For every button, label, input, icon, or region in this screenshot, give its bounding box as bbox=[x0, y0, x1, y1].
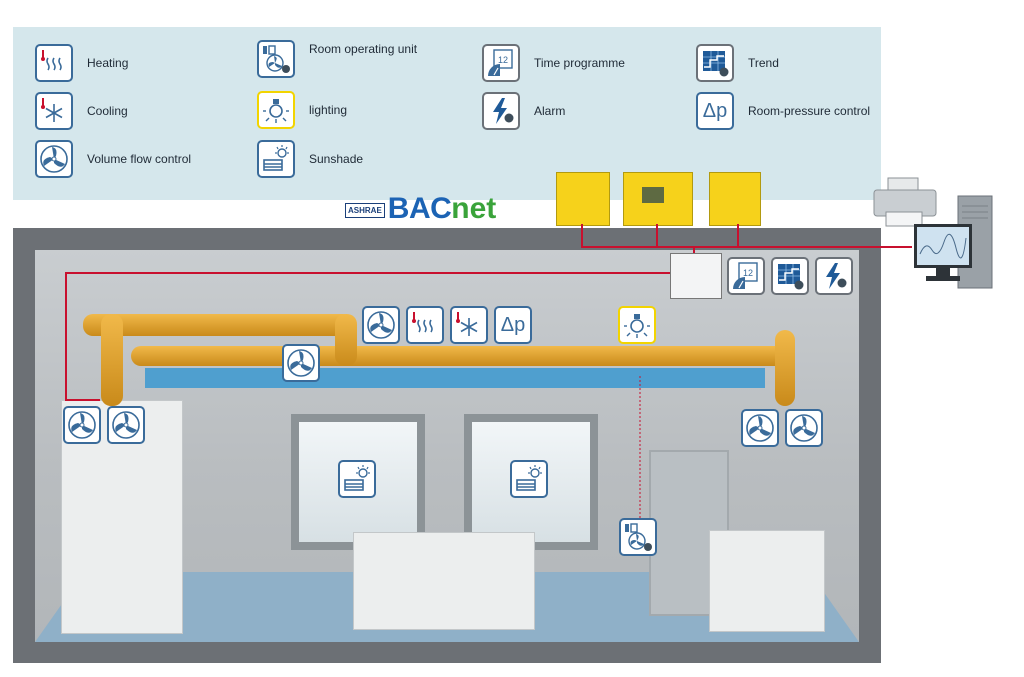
legend-time-programme: Time programme bbox=[482, 44, 625, 82]
legend-label-time-programme: Time programme bbox=[534, 56, 625, 70]
legend-label-room-pressure: Room-pressure control bbox=[748, 104, 871, 118]
duct-drop-left bbox=[101, 314, 123, 406]
fan-icon bbox=[362, 306, 400, 344]
fan-icon bbox=[282, 344, 320, 382]
legend-label-heating: Heating bbox=[87, 56, 129, 70]
lighting-icon bbox=[618, 306, 656, 344]
fan-icon bbox=[107, 406, 145, 444]
legend-trend: Trend bbox=[696, 44, 779, 82]
duct-main bbox=[131, 346, 791, 366]
controller-3 bbox=[709, 172, 761, 226]
cooling-icon bbox=[450, 306, 488, 344]
fan-icon bbox=[63, 406, 101, 444]
delta-p-icon: Δp bbox=[494, 306, 532, 344]
delta-p-icon: Δp bbox=[696, 92, 734, 130]
legend-cooling: Cooling bbox=[35, 92, 128, 130]
cabinet-right bbox=[709, 530, 825, 632]
automation-station bbox=[670, 253, 722, 299]
legend-room-pressure: Δp Room-pressure control bbox=[696, 92, 870, 130]
fan-icon bbox=[741, 409, 779, 447]
cooling-icon bbox=[35, 92, 73, 130]
fan-icon bbox=[785, 409, 823, 447]
legend-alarm: Alarm bbox=[482, 92, 565, 130]
sunshade-icon bbox=[510, 460, 548, 498]
alarm-icon bbox=[482, 92, 520, 130]
sunshade-icon bbox=[338, 460, 376, 498]
bacnet-logo: ASHRAE BAC net bbox=[345, 190, 496, 224]
room-interior bbox=[35, 250, 859, 642]
trend-icon bbox=[771, 257, 809, 295]
trend-icon bbox=[696, 44, 734, 82]
room-operating-unit-icon bbox=[619, 518, 657, 556]
computer-icon bbox=[914, 195, 993, 289]
delta-p-symbol: Δp bbox=[500, 313, 526, 336]
bacnet-logo-bac: BAC bbox=[387, 192, 452, 225]
legend-label-cooling: Cooling bbox=[87, 104, 128, 118]
legend-label-alarm: Alarm bbox=[534, 104, 566, 118]
controller-2 bbox=[623, 172, 693, 226]
delta-p-symbol: Δp bbox=[702, 99, 728, 122]
bacnet-logo-net: net bbox=[451, 192, 497, 225]
fan-icon bbox=[35, 140, 73, 178]
heating-icon bbox=[35, 44, 73, 82]
heating-icon bbox=[406, 306, 444, 344]
legend-volume-flow: Volume flow control bbox=[35, 140, 191, 178]
legend-lighting: lighting bbox=[257, 91, 347, 129]
alarm-icon bbox=[815, 257, 853, 295]
time-programme-icon bbox=[482, 44, 520, 82]
legend-heating: Heating bbox=[35, 44, 128, 82]
duct-drop-right bbox=[775, 330, 795, 406]
legend-room-operating-unit: Room operating unit bbox=[257, 40, 417, 78]
legend-label-volume-flow: Volume flow control bbox=[87, 152, 192, 166]
legend-label-sunshade: Sunshade bbox=[309, 152, 364, 166]
controller-1 bbox=[556, 172, 610, 226]
lighting-icon bbox=[257, 91, 295, 129]
duct-upper bbox=[83, 314, 353, 336]
ashrae-logo: ASHRAE bbox=[345, 203, 385, 218]
controller-display bbox=[642, 187, 664, 203]
legend-label-lighting: lighting bbox=[309, 103, 348, 117]
printer-icon bbox=[873, 177, 937, 227]
lab-bench bbox=[353, 532, 535, 630]
room-operating-unit-icon bbox=[257, 40, 295, 78]
blue-duct bbox=[145, 368, 765, 388]
legend-panel bbox=[13, 27, 881, 200]
duct-riser bbox=[335, 314, 357, 366]
legend-label-room-operating-unit: Room operating unit bbox=[309, 42, 418, 56]
time-programme-icon bbox=[727, 257, 765, 295]
sunshade-icon bbox=[257, 140, 295, 178]
legend-sunshade: Sunshade bbox=[257, 140, 363, 178]
legend-label-trend: Trend bbox=[748, 56, 779, 70]
